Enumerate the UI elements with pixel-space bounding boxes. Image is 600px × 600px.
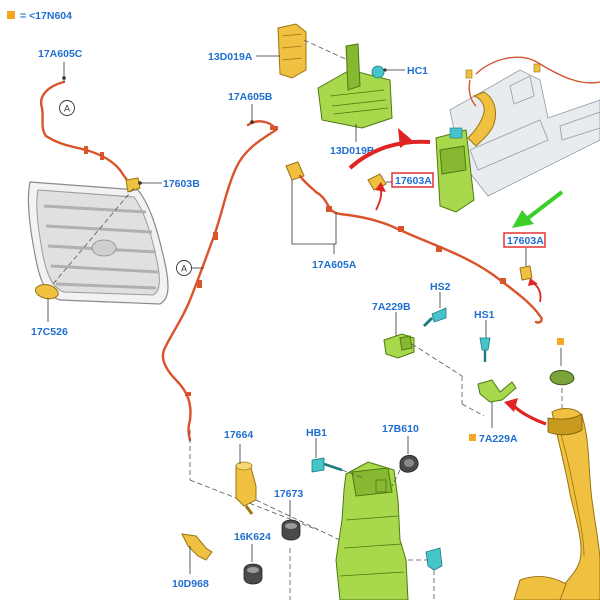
filler-neck [551,408,600,600]
callout-a-mid [176,260,192,276]
hose-clip [185,392,191,396]
sensor-10D968 [181,533,213,561]
callout-a-top-text: A [64,104,70,114]
label-17A605A: 17A605A [312,259,357,271]
hose-clip [270,126,278,130]
label-16K624: 16K624 [234,531,271,543]
label-10D968: 10D968 [172,578,209,590]
bracket-7A229A [477,379,517,403]
nozzle-17603A-right [519,265,533,281]
red-arrow-head [398,128,412,148]
label-13D019A: 13D019A [208,51,253,63]
dashed-link [411,343,463,377]
dashed-link [47,187,135,291]
filler-pipe-top [467,91,497,147]
legend-marker-7A229A [469,434,476,441]
label-17603B: 17603B [163,178,200,190]
screw-HB1 [311,457,325,473]
label-17664: 17664 [224,429,253,441]
hose-17A605C [39,80,134,188]
label-HS2: HS2 [430,281,451,293]
nozzle-17C526 [35,284,59,300]
level-sensor [425,547,443,571]
callout-a-mid-text: A [181,264,187,274]
callout-a-top [59,100,75,116]
label-17A605B: 17A605B [228,91,273,103]
label-7A229B: 7A229B [372,301,411,313]
label-13D019B: 13D019B [330,145,375,157]
green-arrow [526,190,564,220]
dashed-link [461,403,485,417]
hose-clip [197,280,202,288]
label-17C526: 17C526 [31,326,68,338]
red-arrow-reservoir [348,139,431,170]
bracket-13D019A [277,23,307,79]
hose-17A605A [314,190,543,324]
screw-HS1 [479,337,491,351]
hose-clip [100,152,104,160]
filler-neck-lower [513,576,567,600]
dashed-link [303,39,353,63]
label-17603A-left: 17603A [395,175,432,187]
radiator-grille [27,181,169,305]
label-17A605C: 17A605C [38,48,83,60]
highlight-box-17603A-right [503,232,546,248]
legend-swatch [7,11,15,19]
pump-17664 [235,463,257,507]
legend-marker-cap [557,338,564,345]
filler-cap [549,370,575,386]
legend-text: = <17N604 [20,10,72,22]
label-HC1: HC1 [407,65,428,77]
label-HB1: HB1 [306,427,327,439]
screw-HS2 [431,307,447,323]
washer-reservoir [335,461,409,600]
label-7A229A: 7A229A [479,433,518,445]
label-17B610: 17B610 [382,423,419,435]
front-structure [449,56,600,197]
hose-clip [84,146,88,154]
highlight-box-17603A-left [391,172,434,188]
label-HS1: HS1 [474,309,495,321]
label-17603A-right: 17603A [507,235,544,247]
green-arrow-head [512,210,534,228]
leader-17A605A [291,180,337,245]
nozzle-17603B [125,177,141,193]
bracket-13D019B [317,43,393,129]
hose-clip [213,232,218,240]
hose-17A605B [161,120,278,442]
label-17673: 17673 [274,488,303,500]
clip-HC1 [371,65,385,79]
